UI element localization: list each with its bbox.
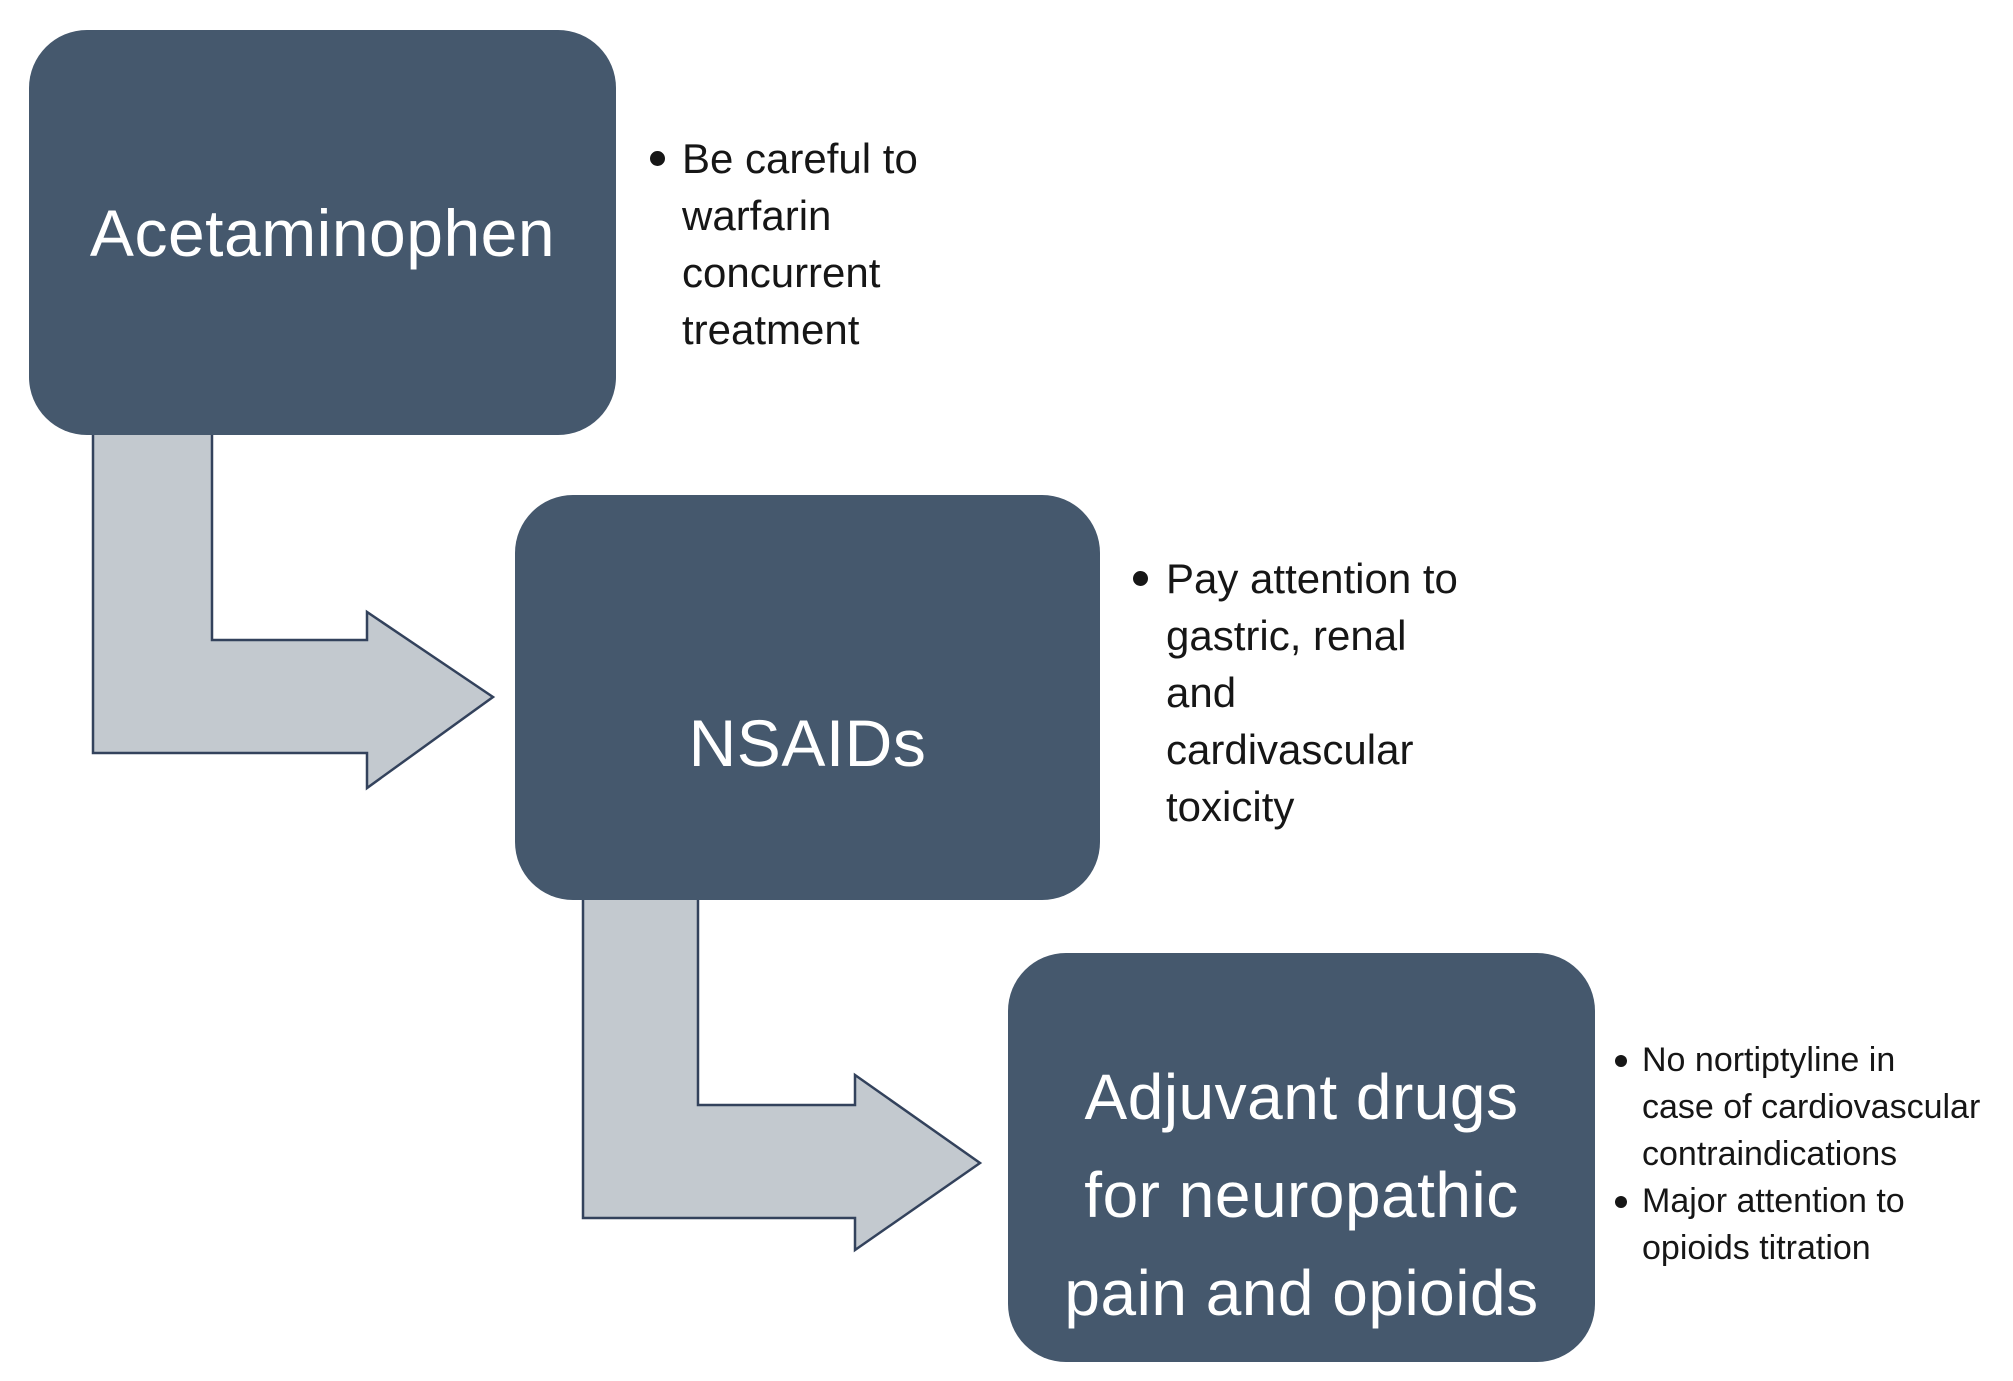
note-line: and bbox=[1166, 669, 1237, 716]
note-bullet-item: Pay attention to gastric, renal and card… bbox=[1133, 550, 1458, 835]
step-label: for neuropathic bbox=[1084, 1159, 1519, 1231]
note-line: Major attention to bbox=[1642, 1182, 1905, 1220]
note-line: contraindications bbox=[1642, 1135, 1898, 1173]
bullet-dot-icon bbox=[1615, 1055, 1627, 1067]
note-bullet-item: Major attention to opioids titration bbox=[1615, 1178, 1980, 1272]
step-label: NSAIDs bbox=[688, 705, 927, 780]
note-adjuvant-drugs: No nortiptyline in case of cardiovascula… bbox=[1615, 1037, 1980, 1272]
bullet-dot-icon bbox=[650, 151, 665, 166]
note-line: warfarin bbox=[682, 192, 832, 239]
note-line: concurrent bbox=[682, 249, 881, 296]
note-line: toxicity bbox=[1166, 783, 1295, 830]
note-line: case of cardiovascular bbox=[1642, 1088, 1981, 1126]
note-line: No nortiptyline in bbox=[1642, 1041, 1896, 1079]
note-line: cardivascular bbox=[1166, 726, 1414, 773]
note-line: opioids titration bbox=[1642, 1229, 1871, 1267]
note-acetaminophen: Be careful to warfarin concurrent treatm… bbox=[650, 130, 918, 358]
note-line: Pay attention to bbox=[1166, 555, 1458, 602]
note-bullet-item: No nortiptyline in case of cardiovascula… bbox=[1615, 1037, 1980, 1178]
note-nsaids: Pay attention to gastric, renal and card… bbox=[1133, 550, 1458, 835]
note-line: treatment bbox=[682, 306, 860, 353]
step-box-nsaids: NSAIDs bbox=[515, 495, 1100, 900]
step-box-acetaminophen: Acetaminophen bbox=[29, 30, 616, 435]
bullet-dot-icon bbox=[1133, 571, 1148, 586]
arrow-acetaminophen-to-nsaids bbox=[91, 426, 496, 791]
step-label: Acetaminophen bbox=[89, 195, 556, 270]
note-line: Be careful to bbox=[682, 135, 918, 182]
note-bullet-item: Be careful to warfarin concurrent treatm… bbox=[650, 130, 918, 358]
step-label: pain and opioids bbox=[1064, 1257, 1539, 1329]
arrow-nsaids-to-adjuvant bbox=[581, 891, 983, 1253]
step-label: Adjuvant drugs bbox=[1084, 1061, 1519, 1133]
note-line: gastric, renal bbox=[1166, 612, 1407, 659]
bullet-dot-icon bbox=[1615, 1196, 1627, 1208]
step-box-adjuvant-drugs: Adjuvant drugs for neuropathic pain and … bbox=[1008, 953, 1595, 1362]
